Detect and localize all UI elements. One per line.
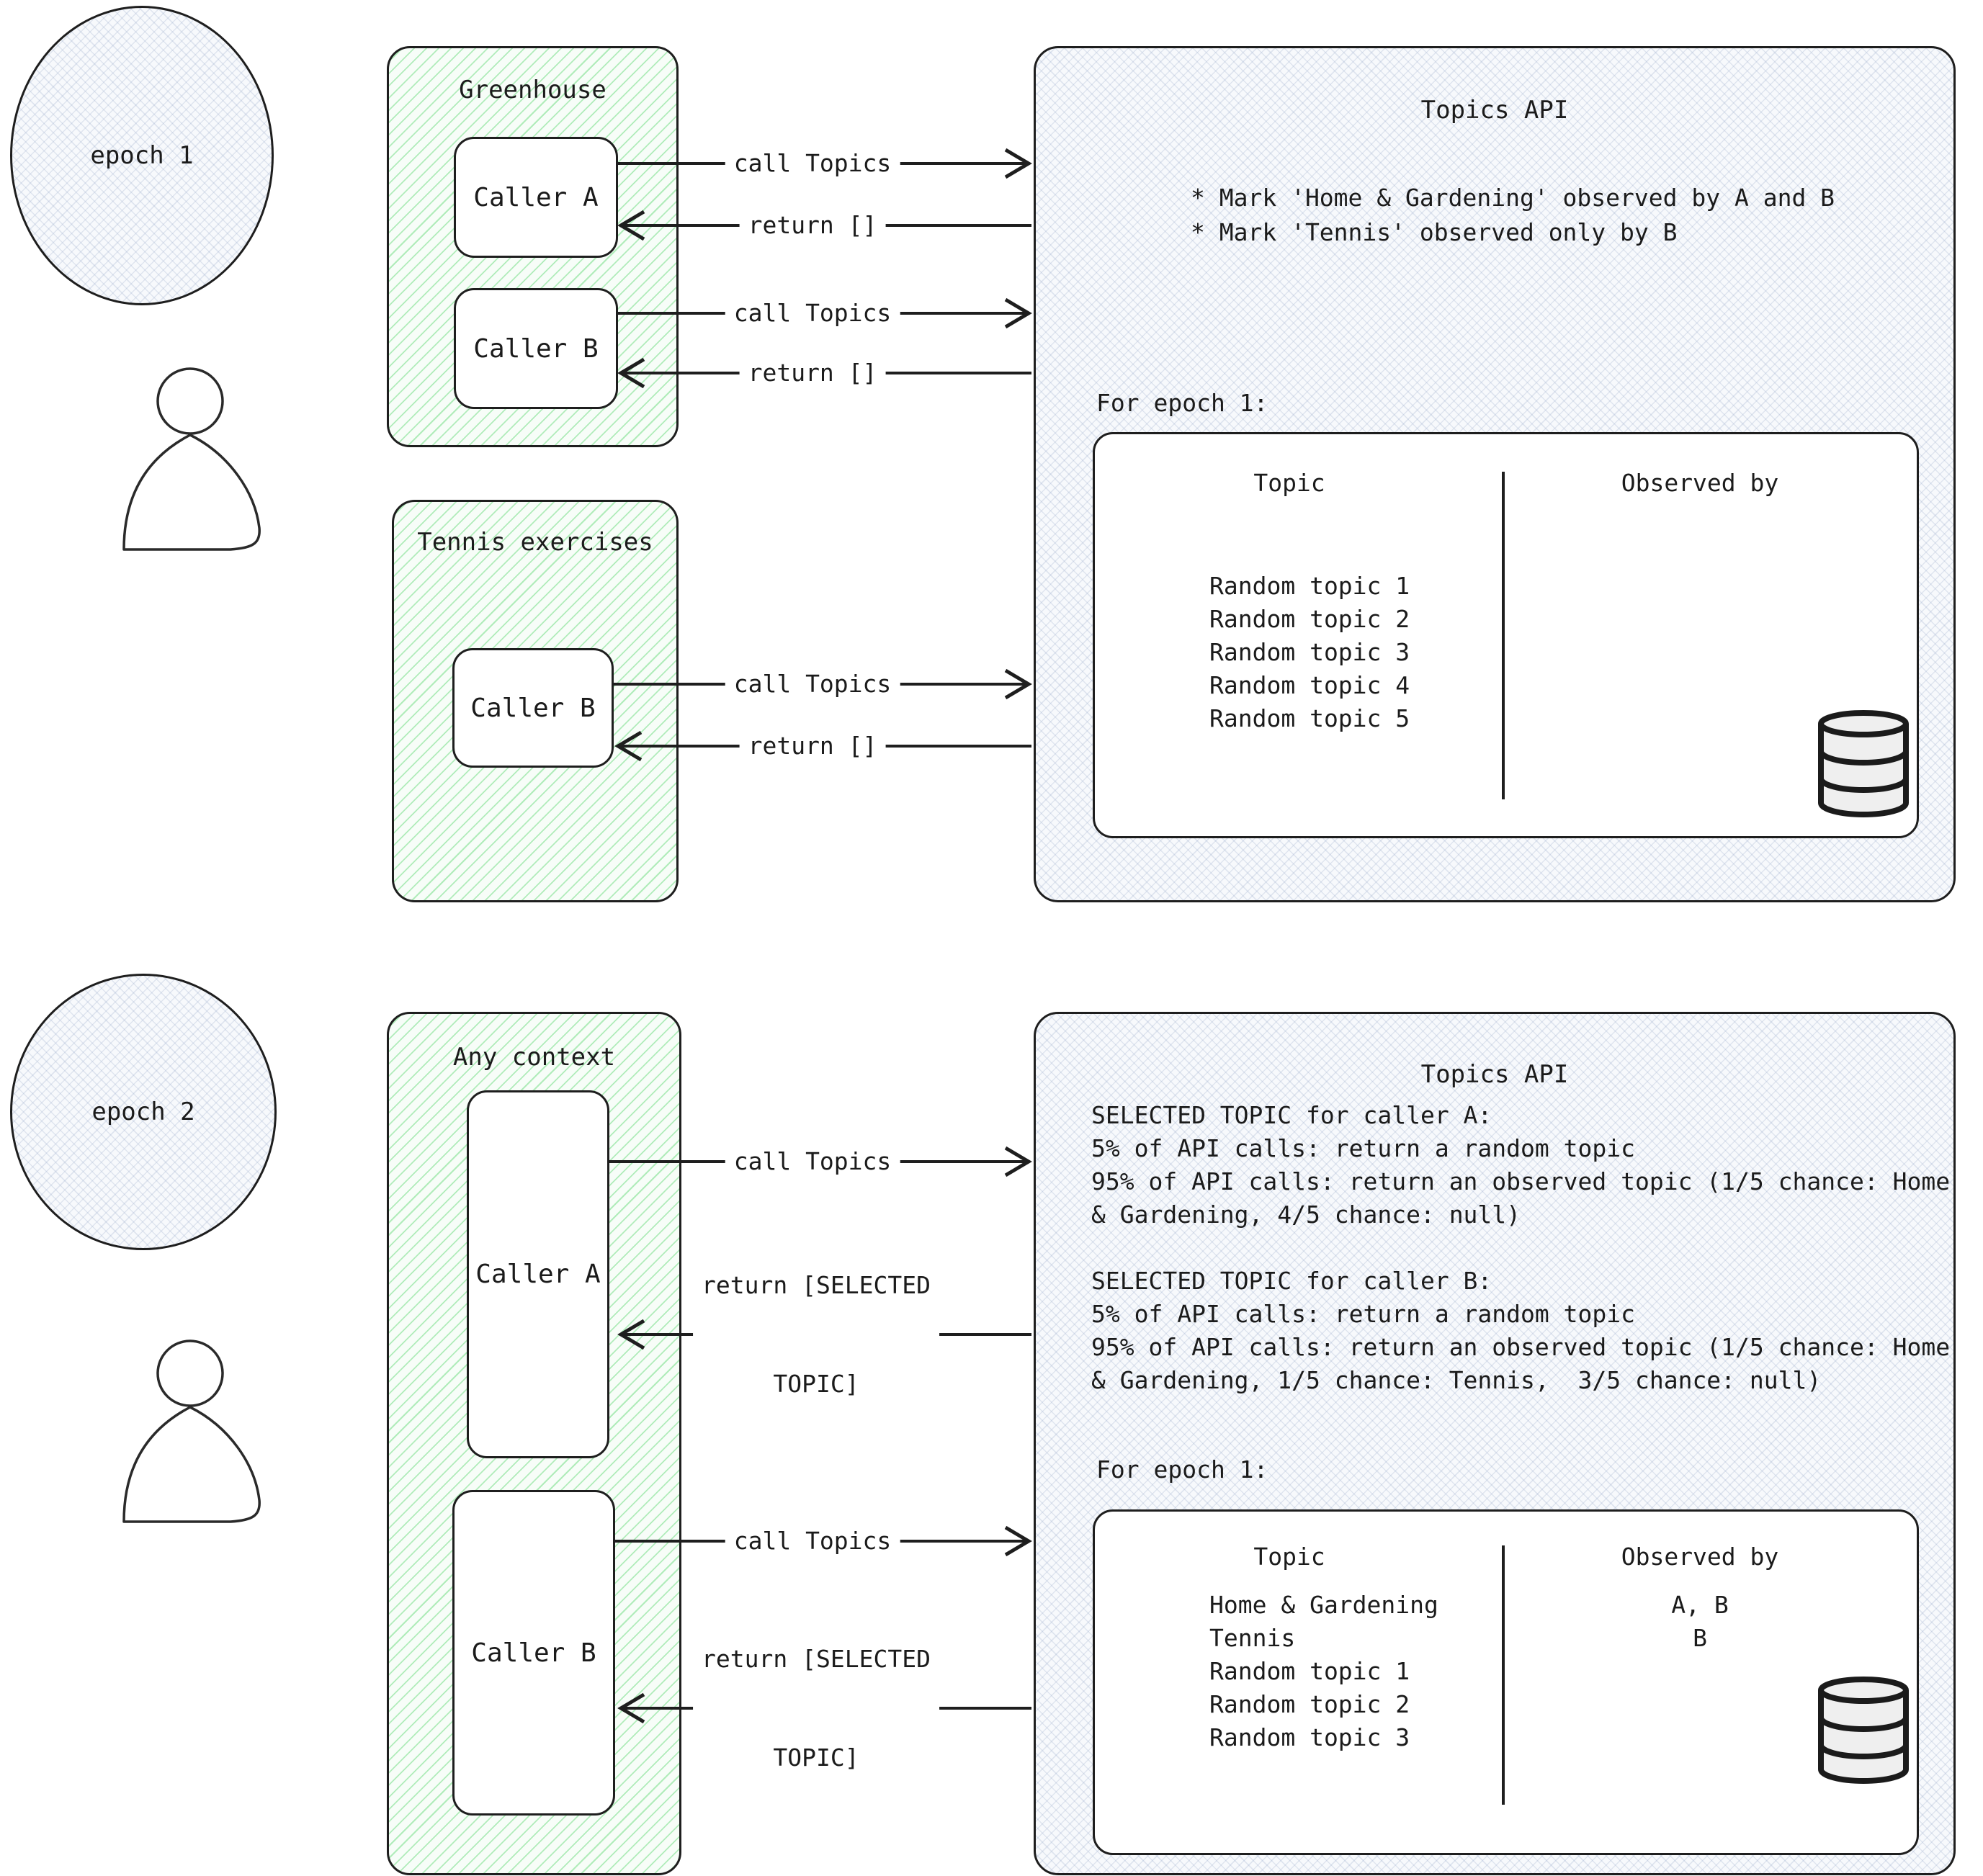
api-note-home-gardening: * Mark 'Home & Gardening' observed by A … (1191, 184, 1835, 212)
observed-column-header: Observed by (1621, 469, 1779, 497)
rule-line: SELECTED TOPIC for caller A: (1091, 1101, 1492, 1129)
table-row: Random topic 4 (1209, 671, 1410, 699)
return-empty-label: return [] (739, 728, 886, 764)
epoch-table-1: Topic Observed by Random topic 1 Random … (1093, 432, 1919, 838)
call-topics-label: call Topics (725, 295, 900, 331)
for-epoch-label-2: For epoch 1: (1096, 1455, 1268, 1484)
epoch-1-bubble: epoch 1 (10, 6, 274, 305)
table-divider (1502, 1545, 1505, 1805)
topics-api-title-epoch2: Topics API (1420, 1060, 1569, 1089)
selection-rules-caller-b: SELECTED TOPIC for caller B: 5% of API c… (1091, 1265, 1950, 1397)
database-icon (1818, 1677, 1909, 1784)
table-row: Random topic 3 (1209, 1723, 1410, 1751)
person-icon (122, 1339, 261, 1523)
caller-b-label: Caller B (471, 1638, 596, 1668)
person-icon (122, 367, 261, 551)
return-selected-line2: TOPIC] (773, 1369, 859, 1398)
return-empty-label: return [] (739, 207, 886, 243)
call-topics-label: call Topics (725, 1144, 900, 1180)
table-row: Random topic 2 (1209, 1690, 1410, 1718)
return-selected-line1: return [SELECTED (702, 1644, 931, 1673)
rule-line: 5% of API calls: return a random topic (1091, 1300, 1635, 1328)
rule-line: 95% of API calls: return an observed top… (1091, 1333, 1951, 1361)
table-row: Random topic 2 (1209, 605, 1410, 633)
observed-cell: B (1693, 1624, 1707, 1652)
return-selected-line2: TOPIC] (773, 1743, 859, 1772)
topic-column-header: Topic (1253, 1543, 1325, 1571)
return-selected-line1: return [SELECTED (702, 1270, 931, 1299)
topic-column-header: Topic (1253, 469, 1325, 497)
table-row: Tennis (1209, 1624, 1296, 1652)
table-row: Random topic 1 (1209, 572, 1410, 600)
caller-b-tennis-label: Caller B (470, 693, 596, 723)
return-empty-label: return [] (739, 355, 886, 391)
any-context-title: Any context (452, 1043, 616, 1072)
table-row: Random topic 3 (1209, 638, 1410, 666)
api-note-tennis: * Mark 'Tennis' observed only by B (1191, 218, 1678, 246)
topics-api-title-epoch1: Topics API (1420, 96, 1569, 125)
observed-column-header: Observed by (1621, 1543, 1779, 1571)
caller-a-box-epoch1: Caller A (454, 137, 618, 258)
caller-b-box-epoch2: Caller B (452, 1490, 615, 1816)
tennis-title: Tennis exercises (417, 528, 653, 557)
table-divider (1502, 472, 1505, 799)
rule-line: & Gardening, 4/5 chance: null) (1091, 1200, 1521, 1229)
caller-b-label: Caller B (473, 333, 599, 364)
return-selected-topic-label: return [SELECTED TOPIC] (693, 1201, 939, 1468)
epoch-table-2: Topic Observed by Home & Gardening Tenni… (1093, 1509, 1919, 1855)
call-topics-label: call Topics (725, 1523, 900, 1559)
selection-rules-caller-a: SELECTED TOPIC for caller A: 5% of API c… (1091, 1099, 1950, 1231)
observed-cell: A, B (1671, 1591, 1729, 1619)
caller-b-box-tennis: Caller B (452, 648, 614, 768)
epoch-2-bubble: epoch 2 (10, 974, 277, 1250)
call-topics-label: call Topics (725, 666, 900, 702)
caller-a-box-epoch2: Caller A (467, 1090, 609, 1458)
return-selected-topic-label: return [SELECTED TOPIC] (693, 1575, 939, 1841)
rule-line: SELECTED TOPIC for caller B: (1091, 1267, 1492, 1295)
topics-api-box-epoch2: Topics API SELECTED TOPIC for caller A: … (1034, 1012, 1956, 1875)
epoch-1-label: epoch 1 (90, 140, 194, 170)
table-row: Random topic 5 (1209, 704, 1410, 732)
for-epoch-label-1: For epoch 1: (1096, 389, 1268, 417)
greenhouse-title: Greenhouse (459, 76, 606, 104)
caller-a-label: Caller A (475, 1260, 601, 1289)
caller-a-label: Caller A (473, 182, 599, 212)
call-topics-label: call Topics (725, 145, 900, 181)
table-row: Home & Gardening (1209, 1591, 1438, 1619)
caller-b-box-epoch1: Caller B (454, 288, 618, 409)
database-icon (1818, 710, 1909, 817)
epoch-2-label: epoch 2 (91, 1097, 195, 1126)
rule-line: 5% of API calls: return a random topic (1091, 1134, 1635, 1162)
rule-line: & Gardening, 1/5 chance: Tennis, 3/5 cha… (1091, 1366, 1822, 1394)
topics-api-box-epoch1: Topics API * Mark 'Home & Gardening' obs… (1034, 46, 1956, 902)
rule-line: 95% of API calls: return an observed top… (1091, 1167, 1951, 1195)
table-row: Random topic 1 (1209, 1657, 1410, 1685)
